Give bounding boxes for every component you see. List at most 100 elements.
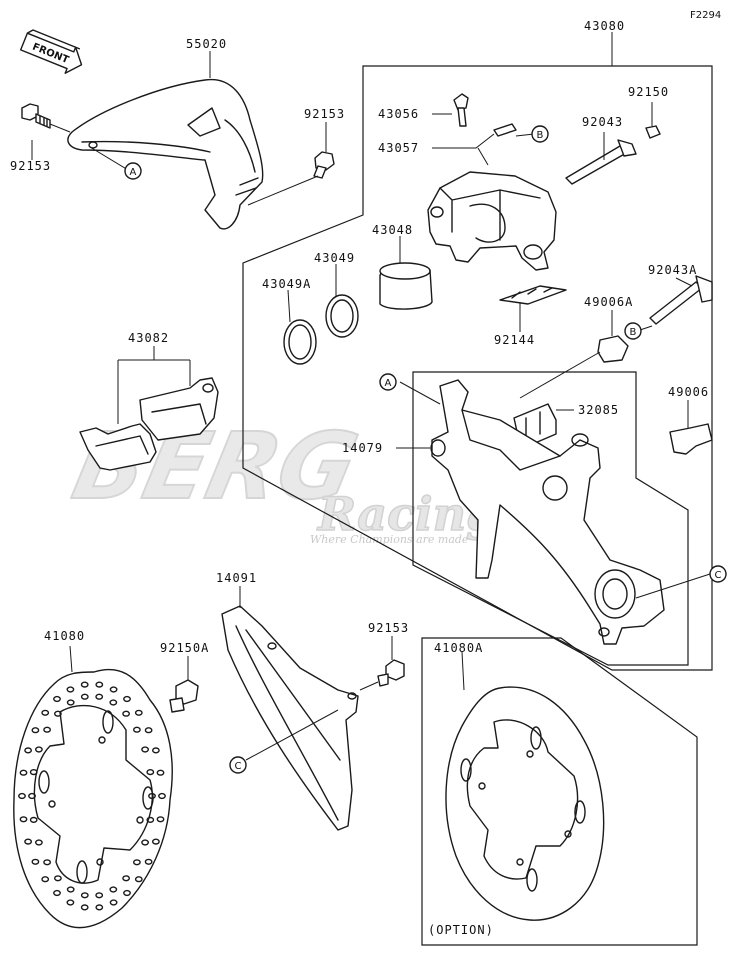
spring-92144 <box>499 285 567 305</box>
option-disc-frame <box>421 637 698 946</box>
disc-drill-hole <box>122 710 131 717</box>
disc-drill-hole <box>53 889 61 897</box>
label-14091: 14091 <box>216 571 257 585</box>
disc-drill-hole <box>134 876 143 883</box>
disc-guard-14091 <box>221 605 359 831</box>
disc-drill-hole <box>43 859 51 866</box>
bolt-92153-bottom <box>377 659 405 687</box>
bolt-92153-top <box>313 151 335 179</box>
seal-43049 <box>325 294 359 338</box>
leader-ref-b2 <box>639 325 653 331</box>
label-55020: 55020 <box>186 37 227 51</box>
chain-guard-55020 <box>67 78 264 230</box>
disc-drill-hole <box>156 769 165 776</box>
disc-drill-hole <box>41 876 50 883</box>
disc-drill-hole <box>31 727 40 734</box>
disc-drill-hole <box>80 693 89 700</box>
disc-drill-hole <box>132 859 141 866</box>
plug-92150 <box>645 125 661 139</box>
label-49006a: 49006A <box>584 295 633 309</box>
ref-label-b1: B <box>537 130 544 141</box>
leader-41080 <box>69 645 73 673</box>
label-92150: 92150 <box>628 85 669 99</box>
caliper-body <box>427 171 557 271</box>
boot-49006 <box>669 423 713 455</box>
label-43082: 43082 <box>128 331 169 345</box>
label-43057: 43057 <box>378 141 419 155</box>
label-41080a: 41080A <box>434 641 483 655</box>
disc-drill-hole <box>123 889 131 897</box>
disc-drill-hole <box>95 892 104 899</box>
front-arrow-icon: FRONT <box>19 29 83 74</box>
ref-label-c1: C <box>715 570 722 581</box>
disc-drill-hole <box>95 904 104 911</box>
disc-drill-hole <box>19 816 28 823</box>
ref-label-b2: B <box>630 327 637 338</box>
watermark-tagline: Where Champions are made <box>310 533 469 546</box>
disc-drill-hole <box>29 816 38 824</box>
label-92153-left: 92153 <box>10 159 51 173</box>
disc-drill-hole <box>141 839 150 846</box>
caliper-assembly-frame <box>242 65 713 671</box>
bolt-92153-left <box>21 103 51 129</box>
disc-drill-hole <box>109 699 118 706</box>
label-14079: 14079 <box>342 441 383 455</box>
leader-43049a <box>287 289 291 323</box>
leader-43057 <box>432 133 495 149</box>
disc-drill-hole <box>18 792 26 800</box>
label-92144: 92144 <box>494 333 535 347</box>
disc-drill-hole <box>158 792 166 800</box>
disc-drill-hole <box>24 838 32 845</box>
label-43048: 43048 <box>372 223 413 237</box>
leader-41080a <box>461 651 465 691</box>
disc-drill-hole <box>35 746 43 753</box>
ref-circle-a1: A <box>124 162 142 180</box>
disc-drill-hole <box>66 699 75 706</box>
disc-drill-hole <box>95 693 104 700</box>
disc-drill-hole <box>28 792 36 800</box>
label-43049a: 43049A <box>262 277 311 291</box>
disc-drill-hole <box>144 727 153 734</box>
label-92153-bottom: 92153 <box>368 621 409 635</box>
label-92150a: 92150A <box>160 641 209 655</box>
disc-drill-hole <box>66 899 75 906</box>
disc-drill-hole <box>122 875 131 882</box>
boot-49006a <box>597 335 629 363</box>
label-92153-top: 92153 <box>304 107 345 121</box>
disc-drill-hole <box>151 747 160 754</box>
brake-disc-41080a-option <box>445 686 605 921</box>
ref-circle-c1: C <box>709 565 727 583</box>
label-92043: 92043 <box>582 115 623 129</box>
label-92043a: 92043A <box>648 263 697 277</box>
disc-drill-hole <box>29 768 38 776</box>
disc-drill-hole <box>109 899 118 906</box>
leader-ref-b1 <box>515 133 535 137</box>
watermark-brand: BERG <box>65 413 367 520</box>
leader-bolt-top <box>247 175 319 206</box>
disc-drill-hole <box>66 686 75 693</box>
ref-circle-b1: B <box>531 125 549 143</box>
disc-drill-hole <box>109 886 118 893</box>
disc-drill-hole <box>123 695 131 703</box>
label-32085: 32085 <box>578 403 619 417</box>
piston-43048 <box>379 262 433 310</box>
disc-drill-hole <box>80 904 89 911</box>
leader-ref-c1 <box>635 573 711 599</box>
brake-disc-41080 <box>13 668 173 929</box>
label-49006: 49006 <box>668 385 709 399</box>
ref-circle-b2: B <box>624 322 642 340</box>
disc-drill-hole <box>80 892 89 899</box>
disc-drill-hole <box>141 746 150 753</box>
disc-drill-hole <box>54 710 62 717</box>
disc-drill-hole <box>148 792 156 800</box>
disc-drill-hole <box>35 839 43 846</box>
disc-drill-hole <box>146 816 155 824</box>
leader-92043a <box>675 277 693 287</box>
disc-drill-hole <box>41 709 50 716</box>
disc-drill-hole <box>80 681 89 688</box>
leader-bolt-bottom <box>359 681 379 691</box>
leader-ref-c2 <box>245 709 339 761</box>
label-43080: 43080 <box>584 19 625 33</box>
